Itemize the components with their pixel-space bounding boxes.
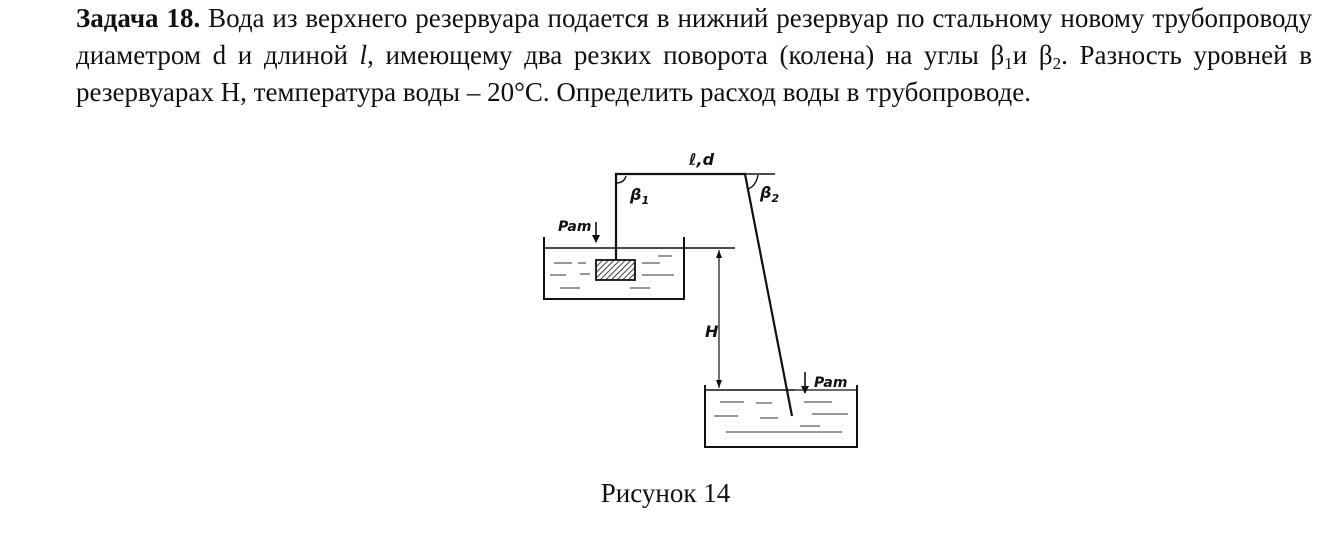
angle-1-subscript: 1 xyxy=(641,194,649,207)
angle-2-arc xyxy=(747,174,759,190)
angle-2-symbol: β xyxy=(759,183,771,202)
height-label: H xyxy=(705,322,719,341)
problem-text-part-4: . Разность уровней в резервуарах H, темп… xyxy=(76,40,1313,107)
height-dimension xyxy=(705,250,795,391)
figure-caption: Рисунок 14 xyxy=(600,478,731,508)
angle-1-symbol: β xyxy=(629,185,641,204)
problem-text-part-2: , имеющему два резких поворота (колена) … xyxy=(367,40,1005,70)
angle-2-subscript: 2 xyxy=(771,192,779,205)
pressure-label-upper: Pam xyxy=(558,219,591,235)
arrow-down-icon xyxy=(592,222,600,243)
problem-title: Задача 18. xyxy=(76,3,201,33)
arrow-down-icon xyxy=(801,372,809,394)
angle-1-label: β1 xyxy=(629,185,649,207)
problem-text-part-1: Вода из верхнего резервуара подается в н… xyxy=(76,3,1313,70)
problem-statement: Задача 18. Вода из верхнего резервуара п… xyxy=(76,0,1312,111)
pipeline-diagram: ℓ,d β1 β2 Pam H xyxy=(520,150,880,455)
intake-strainer xyxy=(595,259,636,281)
upper-reservoir xyxy=(543,237,735,300)
angle-1-arc xyxy=(615,175,627,184)
pipe-label: ℓ,d xyxy=(688,150,715,169)
beta-1-subscript: 1 xyxy=(1004,54,1013,73)
length-symbol: l xyxy=(359,40,368,70)
pipeline-diagram-svg: ℓ,d β1 β2 Pam H xyxy=(543,150,858,448)
pressure-label-lower: Pam xyxy=(814,375,847,391)
lower-reservoir xyxy=(704,385,858,448)
beta-2-subscript: 2 xyxy=(1052,54,1062,73)
upper-water-dashes xyxy=(550,255,674,289)
angle-2-label: β2 xyxy=(759,183,779,205)
problem-text-part-3: и β xyxy=(1012,40,1053,70)
lower-water-dashes xyxy=(714,401,848,433)
pipeline xyxy=(614,172,794,417)
